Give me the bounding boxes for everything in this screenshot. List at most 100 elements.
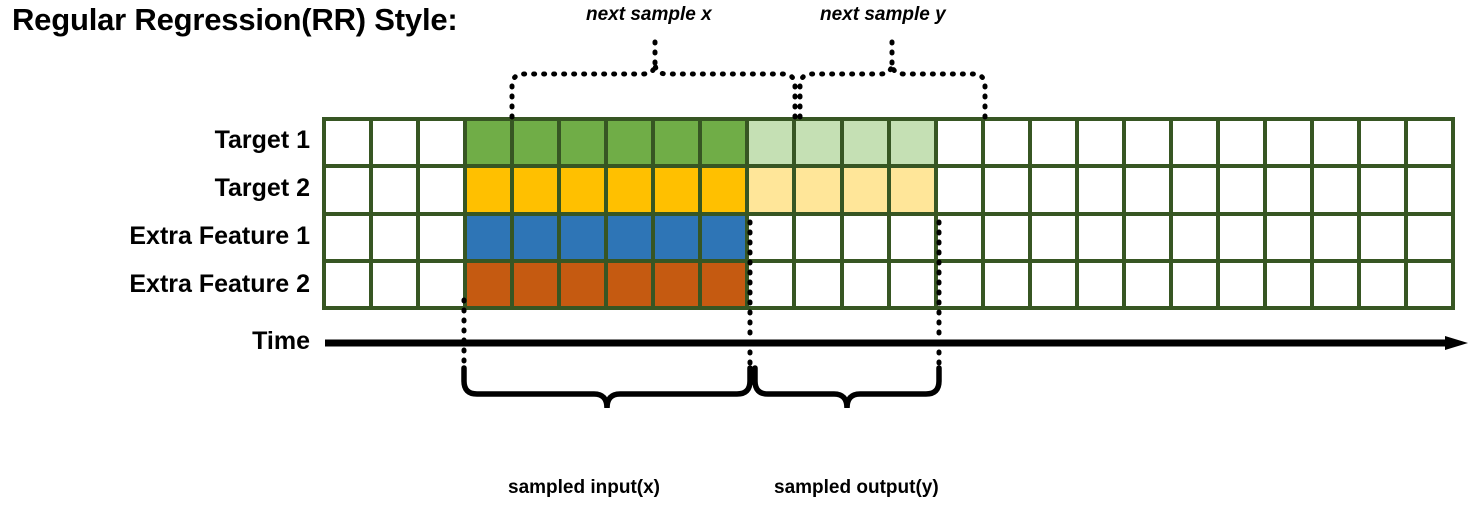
grid-cell (467, 262, 511, 306)
grid-cell (1361, 262, 1405, 306)
grid-cell (1031, 215, 1075, 259)
grid-cell (1172, 215, 1216, 259)
caption-output-line-1: sampled output(y) (774, 476, 939, 498)
bottom-brace-sampled-input (461, 365, 753, 409)
grid-cell (514, 262, 558, 306)
grid-cell (561, 168, 605, 212)
grid-cell (749, 168, 793, 212)
grid-cell (326, 262, 370, 306)
grid-cell (1313, 262, 1358, 306)
grid-cell (1266, 168, 1310, 212)
grid-cell (890, 215, 934, 259)
grid-cell (1266, 262, 1310, 306)
grid-cell (984, 262, 1028, 306)
grid-cell (1078, 215, 1122, 259)
row-label-extra-feature-1: Extra Feature 1 (129, 222, 310, 250)
grid-cell (561, 215, 605, 259)
grid-row (326, 262, 1452, 306)
grid-cell (796, 168, 840, 212)
grid-cell (1125, 262, 1169, 306)
grid-cell (843, 215, 887, 259)
grid-cell (1408, 121, 1452, 165)
grid-cell (373, 121, 417, 165)
grid-cell (984, 168, 1028, 212)
grid-cell (749, 215, 793, 259)
grid-cell (796, 262, 840, 306)
annotation-next-sample-y: next sample y (820, 4, 946, 25)
grid-cell (1031, 168, 1075, 212)
grid-cell (1125, 121, 1169, 165)
grid-cell (702, 262, 746, 306)
grid-cell (702, 121, 746, 165)
grid-cell (1219, 121, 1263, 165)
bottom-brace-sampled-output (752, 365, 942, 409)
grid-cell (1172, 262, 1216, 306)
grid-cell (1219, 262, 1263, 306)
grid-cell (420, 121, 464, 165)
grid-cell (420, 168, 464, 212)
grid-cell (796, 215, 840, 259)
row-label-extra-feature-2: Extra Feature 2 (129, 270, 310, 298)
grid-cell (1313, 168, 1358, 212)
grid-cell (1408, 215, 1452, 259)
caption-sampled-input: sampled input(x) lookback=6 input_featur… (508, 424, 701, 516)
grid-cell (608, 262, 652, 306)
grid-cell (796, 121, 840, 165)
grid-cell (1408, 262, 1452, 306)
grid-cell (1125, 168, 1169, 212)
grid-cell (1172, 168, 1216, 212)
grid-cell (1361, 121, 1405, 165)
grid-cell (514, 215, 558, 259)
grid-cell (1078, 168, 1122, 212)
grid-cell (843, 121, 887, 165)
grid-cell (467, 215, 511, 259)
grid-cell (1266, 215, 1310, 259)
grid-row (326, 215, 1452, 259)
grid-cell (1361, 168, 1405, 212)
grid-row (326, 121, 1452, 165)
grid-cell (1313, 121, 1358, 165)
grid-cell (467, 121, 511, 165)
grid-row (326, 168, 1452, 212)
grid-cell (420, 262, 464, 306)
grid-cell (1031, 121, 1075, 165)
grid-cell (1078, 121, 1122, 165)
grid-cell (373, 262, 417, 306)
grid-cell (937, 215, 981, 259)
grid-cell (749, 121, 793, 165)
grid-cell (373, 215, 417, 259)
row-label-time: Time (252, 327, 310, 355)
grid-cell (890, 262, 934, 306)
grid-cell (937, 262, 981, 306)
grid-cell (1313, 215, 1358, 259)
annotation-next-sample-x: next sample x (586, 4, 712, 25)
grid-cell (326, 121, 370, 165)
grid-cell (890, 121, 934, 165)
grid-cell (467, 168, 511, 212)
page-title: Regular Regression(RR) Style: (12, 2, 458, 37)
grid-cell (749, 262, 793, 306)
grid-cell (561, 262, 605, 306)
timeseries-grid (322, 117, 1455, 310)
grid-cell (890, 168, 934, 212)
grid-cell (373, 168, 417, 212)
grid-cell (843, 262, 887, 306)
grid-cell (702, 168, 746, 212)
grid-cell (655, 168, 699, 212)
row-label-target-1: Target 1 (214, 126, 310, 154)
grid-cell (702, 215, 746, 259)
grid-cell (655, 121, 699, 165)
grid-cell (561, 121, 605, 165)
grid-cell (984, 215, 1028, 259)
grid-cell (937, 168, 981, 212)
grid-cell (1125, 215, 1169, 259)
caption-sampled-output: sampled output(y) horizon=4 output_featu… (774, 424, 979, 516)
top-brace-next-sample-x (509, 60, 798, 120)
caption-input-line-1: sampled input(x) (508, 476, 661, 498)
grid-cell (420, 215, 464, 259)
grid-cell (514, 121, 558, 165)
top-brace-next-sample-y (797, 60, 988, 120)
grid-cell (937, 121, 981, 165)
grid-cell (1219, 215, 1263, 259)
